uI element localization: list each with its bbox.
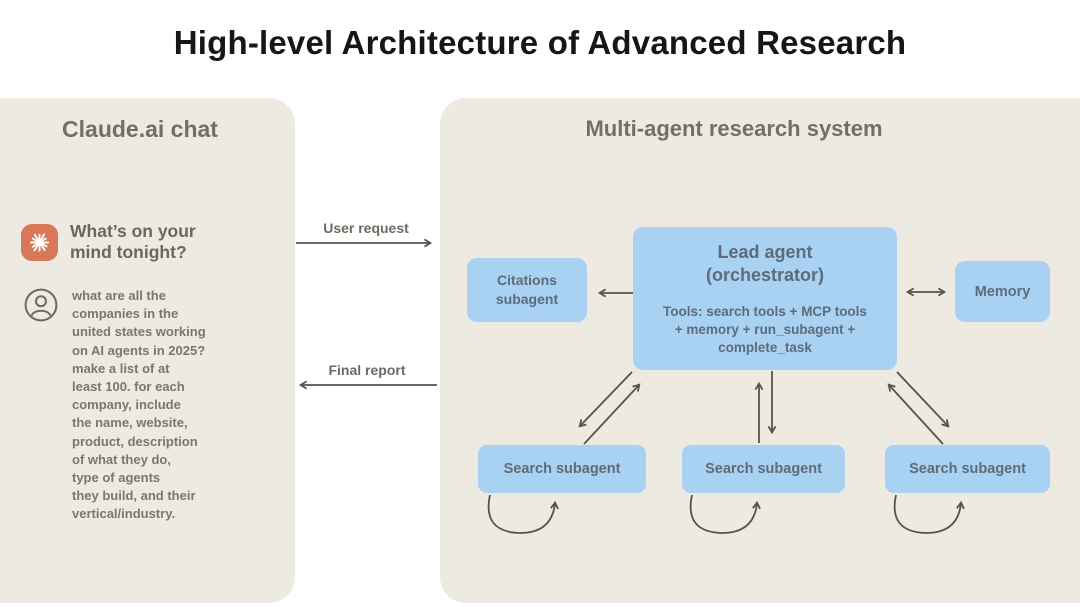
claude-chat-panel [0,98,295,603]
final-report-label: Final report [328,362,406,378]
user-query-text: what are all the companies in the united… [72,288,206,522]
search-subagent-box-3: Search subagent [885,445,1050,493]
lead-agent-title: Lead agent (orchestrator) [705,242,825,285]
lead-agent-box: Lead agent (orchestrator) Tools: search … [633,227,897,370]
lead-agent-tools: Tools: search tools + MCP tools + memory… [663,304,867,355]
memory-box: Memory [955,261,1050,322]
citations-subagent-box: Citations subagent [467,258,587,322]
claude-starburst-icon [21,224,58,261]
lead-to-subagent1-arrow [578,371,633,428]
user-request-label: User request [323,220,409,236]
subagent2-loop-arrow [689,494,761,534]
chat-prompt-text: What’s on your mind tonight? [70,221,196,262]
claude-starburst-glyph [29,233,50,252]
subagent3-to-lead-arrow [887,383,944,445]
person-icon [24,288,58,322]
multi-agent-panel-title: Multi-agent research system [585,116,883,141]
search-subagent-box-1: Search subagent [478,445,646,493]
claude-chat-panel-title: Claude.ai chat [62,116,218,142]
subagent1-loop-arrow [487,494,559,534]
page-title: High-level Architecture of Advanced Rese… [173,24,907,61]
subagent3-loop-arrow [893,494,965,534]
subagent1-to-lead-arrow [583,383,641,445]
lead-to-subagent3-arrow [896,371,950,428]
search-subagent-box-2: Search subagent [682,445,845,493]
